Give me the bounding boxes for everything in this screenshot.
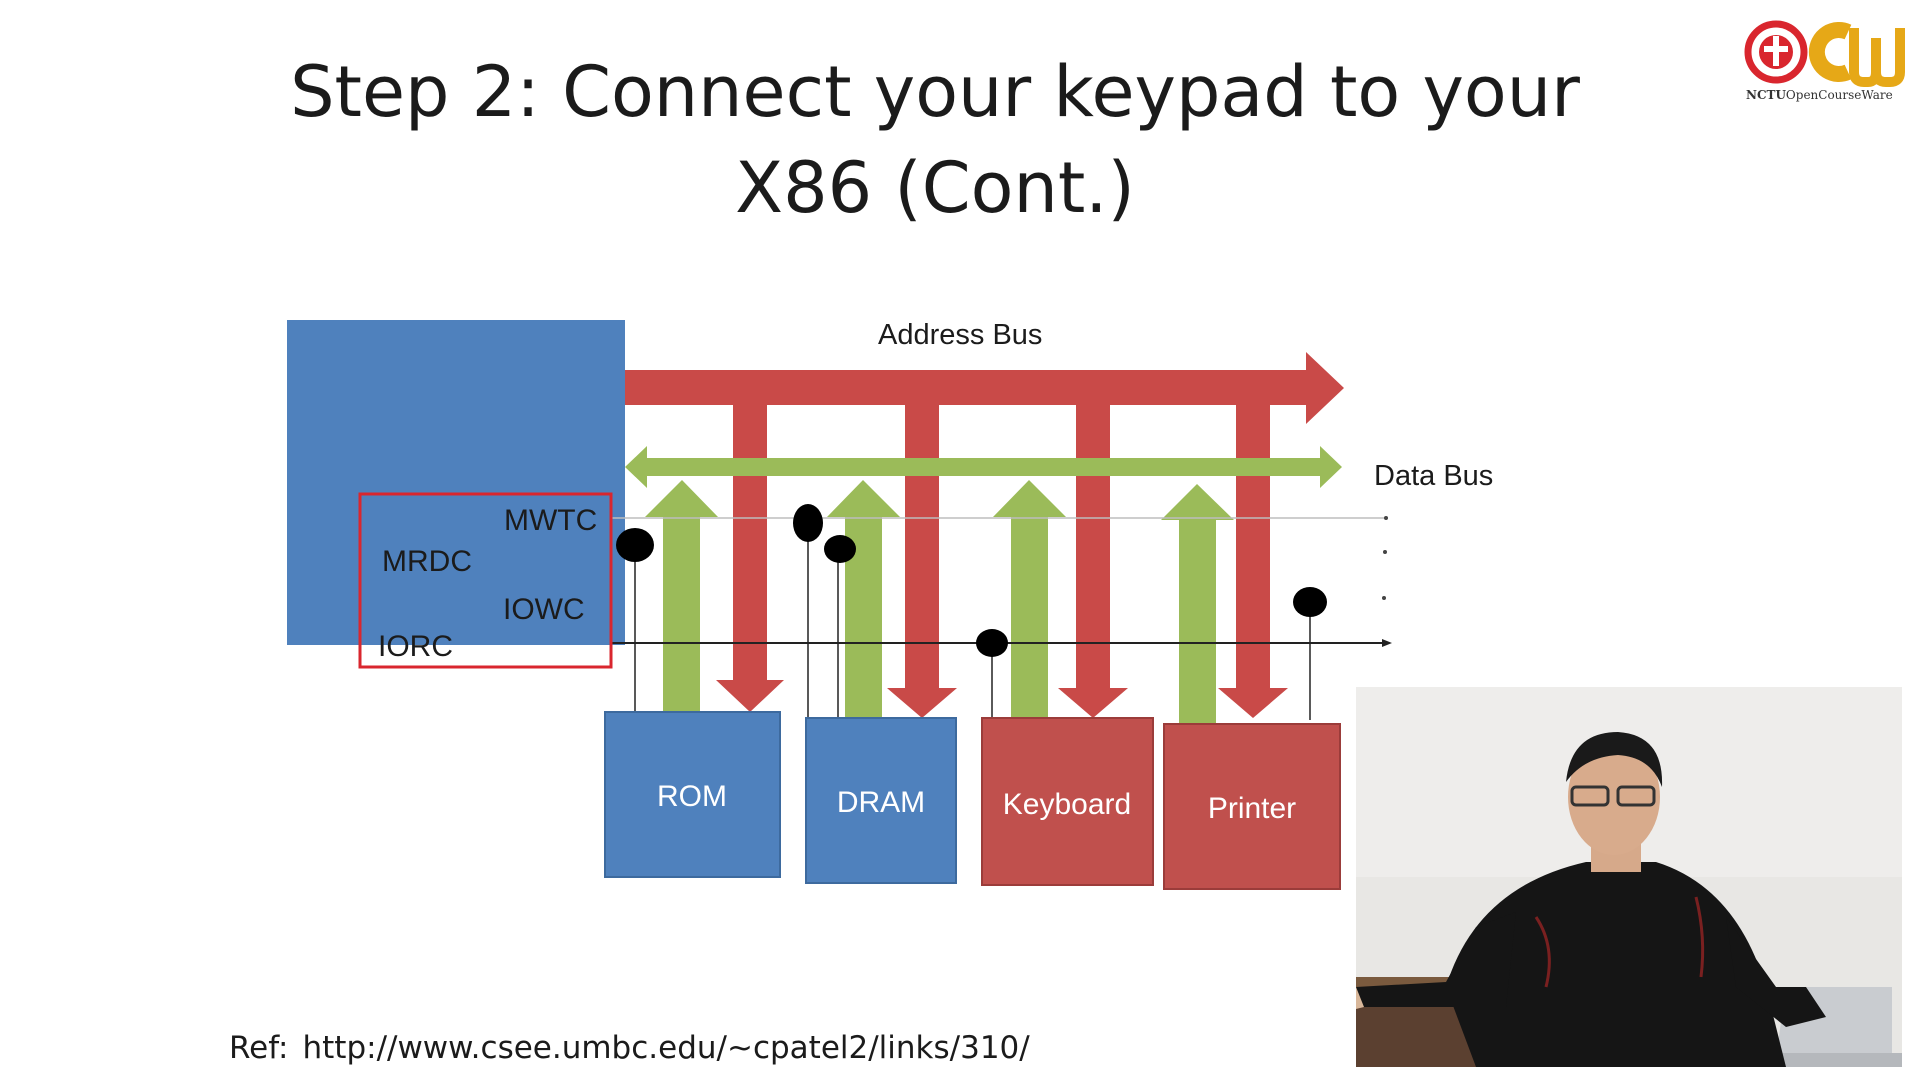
dram-label: DRAM (837, 786, 925, 819)
signal-mrdc-label: MRDC (382, 545, 472, 578)
data-bus-riser-keyboard (993, 480, 1066, 718)
address-bus-drop-rom (716, 400, 784, 712)
printer-label: Printer (1208, 792, 1296, 825)
continuation-dot (1382, 596, 1386, 600)
rom-label: ROM (657, 780, 727, 813)
ocw-logo-icon (1744, 20, 1905, 87)
logo-caption: NCTUOpenCourseWare (1746, 88, 1916, 102)
data-bus-label: Data Bus (1374, 460, 1493, 492)
dram-box (805, 717, 957, 884)
reference-label: Ref: (229, 1030, 289, 1066)
junction-dot (1293, 587, 1327, 617)
continuation-dot (1384, 516, 1388, 520)
keyboard-label: Keyboard (1003, 788, 1131, 821)
address-bus-drop-dram (887, 400, 957, 718)
control-line-main-arrowhead (1382, 639, 1392, 647)
address-bus-label: Address Bus (878, 319, 1042, 351)
address-bus-drop-printer (1218, 400, 1288, 718)
keyboard-box (981, 717, 1154, 886)
junction-dot (793, 504, 823, 542)
logo-subtitle: OpenCourseWare (1785, 88, 1893, 102)
data-bus-riser-printer (1161, 484, 1234, 724)
reference-line: Ref: http://www.csee.umbc.edu/~cpatel2/li… (229, 1030, 1044, 1066)
signal-iorc-label: IORC (378, 630, 453, 663)
reference-url[interactable]: http://www.csee.umbc.edu/~cpatel2/links/… (302, 1030, 1030, 1066)
junction-dot (976, 629, 1008, 657)
address-bus-arrow (625, 352, 1344, 424)
slide-title-line-1: Step 2: Connect your keypad to your (290, 51, 1580, 133)
logo-brand: NCTU (1746, 88, 1786, 102)
junction-dot (616, 528, 654, 562)
junction-dot (824, 535, 856, 563)
address-bus-drop-keyboard (1058, 400, 1128, 718)
rom-box (604, 711, 781, 878)
slide-title-line-2: X86 (Cont.) (735, 147, 1135, 229)
printer-box (1163, 723, 1341, 890)
signal-iowc-label: IOWC (503, 593, 585, 626)
cpu-block (287, 320, 625, 645)
lecturer-figure (1356, 687, 1902, 1067)
continuation-dot (1383, 550, 1387, 554)
signal-mwtc-label: MWTC (504, 504, 597, 537)
data-bus-riser-rom (645, 480, 718, 712)
control-signals-highlight (358, 492, 613, 669)
lecturer-video (1356, 687, 1902, 1067)
slide-title: Step 2: Connect your keypad to your X86 … (0, 44, 1870, 236)
data-bus-arrow (625, 446, 1342, 488)
